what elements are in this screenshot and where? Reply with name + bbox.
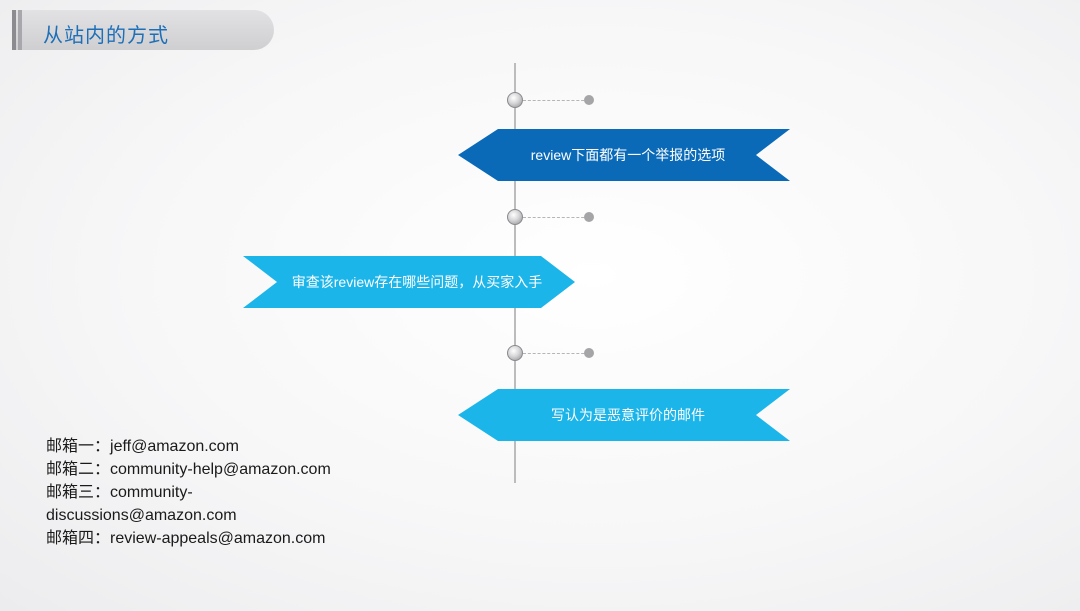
timeline-node-3 bbox=[507, 345, 523, 361]
page-title: 从站内的方式 bbox=[43, 25, 169, 47]
email-line-4: 邮箱四：review-appeals@amazon.com bbox=[46, 527, 446, 550]
email-line-3: 邮箱三：community- bbox=[46, 481, 446, 504]
email-address-3: community- bbox=[110, 484, 193, 501]
step-ribbon-2: 审查该review存在哪些问题，从买家入手 bbox=[243, 256, 575, 308]
step-label-3: 写认为是恶意评价的邮件 bbox=[551, 407, 705, 423]
timeline-node-1 bbox=[507, 92, 523, 108]
email-line-3-continuation: discussions@amazon.com bbox=[46, 504, 446, 527]
step-ribbon-3: 写认为是恶意评价的邮件 bbox=[458, 389, 790, 441]
email-list: 邮箱一：jeff@amazon.com 邮箱二：community-help@a… bbox=[46, 435, 446, 550]
timeline-end-dot-2 bbox=[584, 212, 594, 222]
section-title-bar: 从站内的方式 bbox=[12, 10, 274, 50]
timeline-connector-2 bbox=[523, 217, 589, 218]
email-address-4: review-appeals@amazon.com bbox=[110, 530, 326, 547]
email-label-4: 邮箱四： bbox=[46, 530, 111, 547]
step-ribbon-1: review下面都有一个举报的选项 bbox=[458, 129, 790, 181]
email-address-3-continuation: discussions@amazon.com bbox=[46, 507, 237, 524]
email-label-1: 邮箱一： bbox=[46, 438, 111, 455]
email-address-1: jeff@amazon.com bbox=[110, 438, 239, 455]
step-label-2: 审查该review存在哪些问题，从买家入手 bbox=[291, 274, 543, 290]
email-line-1: 邮箱一：jeff@amazon.com bbox=[46, 435, 446, 458]
timeline-connector-1 bbox=[523, 100, 589, 101]
step-label-1: review下面都有一个举报的选项 bbox=[530, 147, 726, 163]
timeline-end-dot-3 bbox=[584, 348, 594, 358]
timeline-connector-3 bbox=[523, 353, 589, 354]
timeline-end-dot-1 bbox=[584, 95, 594, 105]
email-label-3: 邮箱三： bbox=[46, 484, 111, 501]
email-label-2: 邮箱二： bbox=[46, 461, 111, 478]
email-line-2: 邮箱二：community-help@amazon.com bbox=[46, 458, 446, 481]
timeline-node-2 bbox=[507, 209, 523, 225]
title-accent-bars bbox=[12, 10, 24, 50]
email-address-2: community-help@amazon.com bbox=[110, 461, 331, 478]
